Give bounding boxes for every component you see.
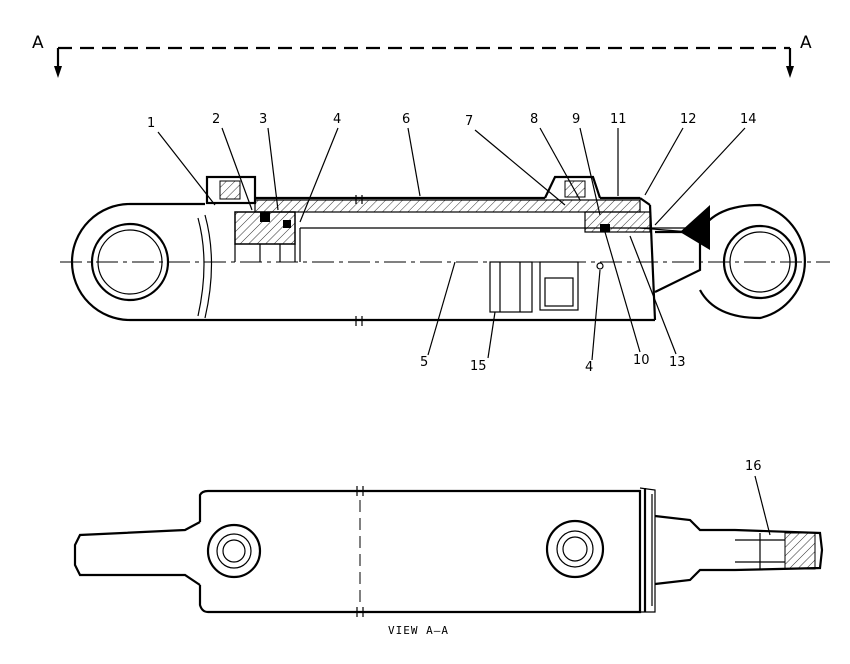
callout-7: 7 bbox=[465, 114, 473, 129]
callout-6: 6 bbox=[402, 112, 410, 127]
callout-12: 12 bbox=[680, 112, 697, 127]
callout-5: 5 bbox=[420, 355, 428, 370]
callout-9: 9 bbox=[572, 112, 580, 127]
callout-2: 2 bbox=[212, 112, 220, 127]
callout-14: 14 bbox=[740, 112, 757, 127]
callout-set-top: 1 2 3 4 6 7 8 9 11 12 14 5 15 4 10 13 bbox=[147, 112, 757, 375]
cylinder-view-a-a: 16 VIEW A–A bbox=[73, 459, 824, 637]
callout-1: 1 bbox=[147, 116, 155, 131]
view-caption: VIEW A–A bbox=[388, 624, 449, 637]
section-mark-right: A bbox=[800, 33, 812, 53]
section-line-a-a: A A bbox=[32, 33, 812, 78]
callout-4-bottom: 4 bbox=[585, 360, 593, 375]
callout-16: 16 bbox=[745, 459, 762, 474]
callout-10: 10 bbox=[633, 353, 650, 368]
callout-15: 15 bbox=[470, 359, 487, 374]
callout-8: 8 bbox=[530, 112, 538, 127]
callout-11: 11 bbox=[610, 112, 627, 127]
callout-13: 13 bbox=[669, 355, 686, 370]
section-mark-left: A bbox=[32, 33, 44, 53]
callout-4-top: 4 bbox=[333, 112, 341, 127]
cylinder-side-view bbox=[60, 175, 830, 326]
callout-3: 3 bbox=[259, 112, 267, 127]
